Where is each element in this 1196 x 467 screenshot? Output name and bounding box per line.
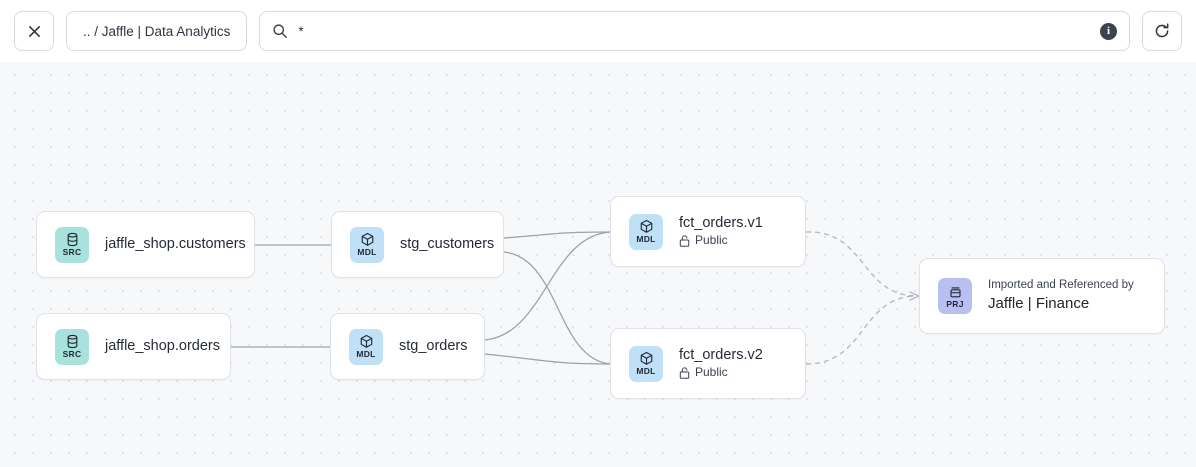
node-stg-customers[interactable]: MDL stg_customers: [331, 211, 504, 278]
mdl-badge: MDL: [349, 328, 383, 365]
cube-icon: [361, 233, 373, 247]
cube-icon: [640, 352, 652, 366]
node-text: fct_orders.v1 Public: [679, 215, 763, 248]
info-icon[interactable]: i: [1100, 22, 1117, 40]
breadcrumb[interactable]: .. / Jaffle | Data Analytics: [66, 11, 248, 51]
node-project-jaffle-finance[interactable]: PRJ Imported and Referenced by Jaffle | …: [919, 258, 1165, 334]
node-fct-orders-v2[interactable]: MDL fct_orders.v2 Public: [610, 328, 806, 399]
node-visibility-label: Public: [695, 233, 728, 248]
mdl-badge: MDL: [629, 213, 663, 250]
node-title: stg_customers: [400, 236, 495, 253]
mdl-badge-label: MDL: [636, 234, 656, 245]
cube-icon: [360, 335, 372, 349]
node-kicker: Imported and Referenced by: [988, 279, 1134, 292]
close-button[interactable]: [14, 11, 54, 51]
src-badge-label: SRC: [62, 247, 82, 258]
unlock-icon: [679, 235, 690, 248]
node-fct-orders-v1[interactable]: MDL fct_orders.v1 Public: [610, 196, 806, 267]
node-src-orders[interactable]: SRC jaffle_shop.orders: [36, 313, 231, 380]
node-text: jaffle_shop.orders: [105, 338, 221, 355]
node-visibility: Public: [679, 366, 763, 380]
edge-fct-v2-to-project: [805, 295, 916, 365]
edge-arrowhead-icon: [909, 291, 920, 301]
search-icon: [273, 24, 288, 38]
node-title: fct_orders.v2: [679, 346, 763, 363]
mdl-badge-label: MDL: [356, 349, 376, 360]
node-text: stg_customers: [400, 236, 495, 253]
graph-canvas[interactable]: SRC jaffle_shop.customers SRC jaffle_sho…: [0, 62, 1196, 467]
node-title: Jaffle | Finance: [988, 295, 1090, 313]
mdl-badge-label: MDL: [357, 247, 377, 258]
node-title: fct_orders.v1: [679, 214, 763, 231]
src-badge-label: SRC: [62, 349, 82, 360]
src-badge: SRC: [55, 328, 89, 365]
close-icon: [28, 25, 40, 37]
node-text: Imported and Referenced by Jaffle | Fina…: [988, 279, 1134, 312]
database-icon: [67, 233, 77, 247]
node-title: stg_orders: [399, 338, 468, 355]
node-visibility-label: Public: [695, 365, 728, 380]
node-title: jaffle_shop.customers: [105, 236, 246, 253]
mdl-badge: MDL: [629, 345, 663, 382]
unlock-icon: [679, 367, 690, 380]
prj-badge-label: PRJ: [946, 298, 964, 309]
edge-stg-orders-to-fct-v2: [484, 353, 611, 365]
node-src-customers[interactable]: SRC jaffle_shop.customers: [36, 211, 255, 278]
edge-fct-v1-to-project: [805, 231, 916, 297]
prj-badge: PRJ: [938, 278, 972, 314]
mdl-badge-label: MDL: [636, 366, 656, 377]
project-icon: [949, 287, 961, 298]
node-title: jaffle_shop.orders: [105, 338, 221, 355]
src-badge: SRC: [55, 226, 89, 263]
node-visibility: Public: [679, 234, 763, 248]
node-text: fct_orders.v2 Public: [679, 347, 763, 380]
refresh-icon: [1155, 23, 1169, 38]
edge-stg-customers-to-fct-v2: [503, 251, 611, 365]
toolbar: .. / Jaffle | Data Analytics * i: [0, 0, 1196, 62]
search-box[interactable]: * i: [259, 11, 1130, 51]
refresh-button[interactable]: [1142, 11, 1182, 51]
mdl-badge: MDL: [350, 226, 384, 263]
database-icon: [67, 335, 77, 349]
search-input[interactable]: *: [298, 24, 304, 40]
node-text: stg_orders: [399, 338, 468, 355]
cube-icon: [640, 220, 652, 234]
edge-stg-customers-to-fct-v1: [503, 231, 611, 239]
node-text: jaffle_shop.customers: [105, 236, 246, 253]
node-stg-orders[interactable]: MDL stg_orders: [330, 313, 485, 380]
